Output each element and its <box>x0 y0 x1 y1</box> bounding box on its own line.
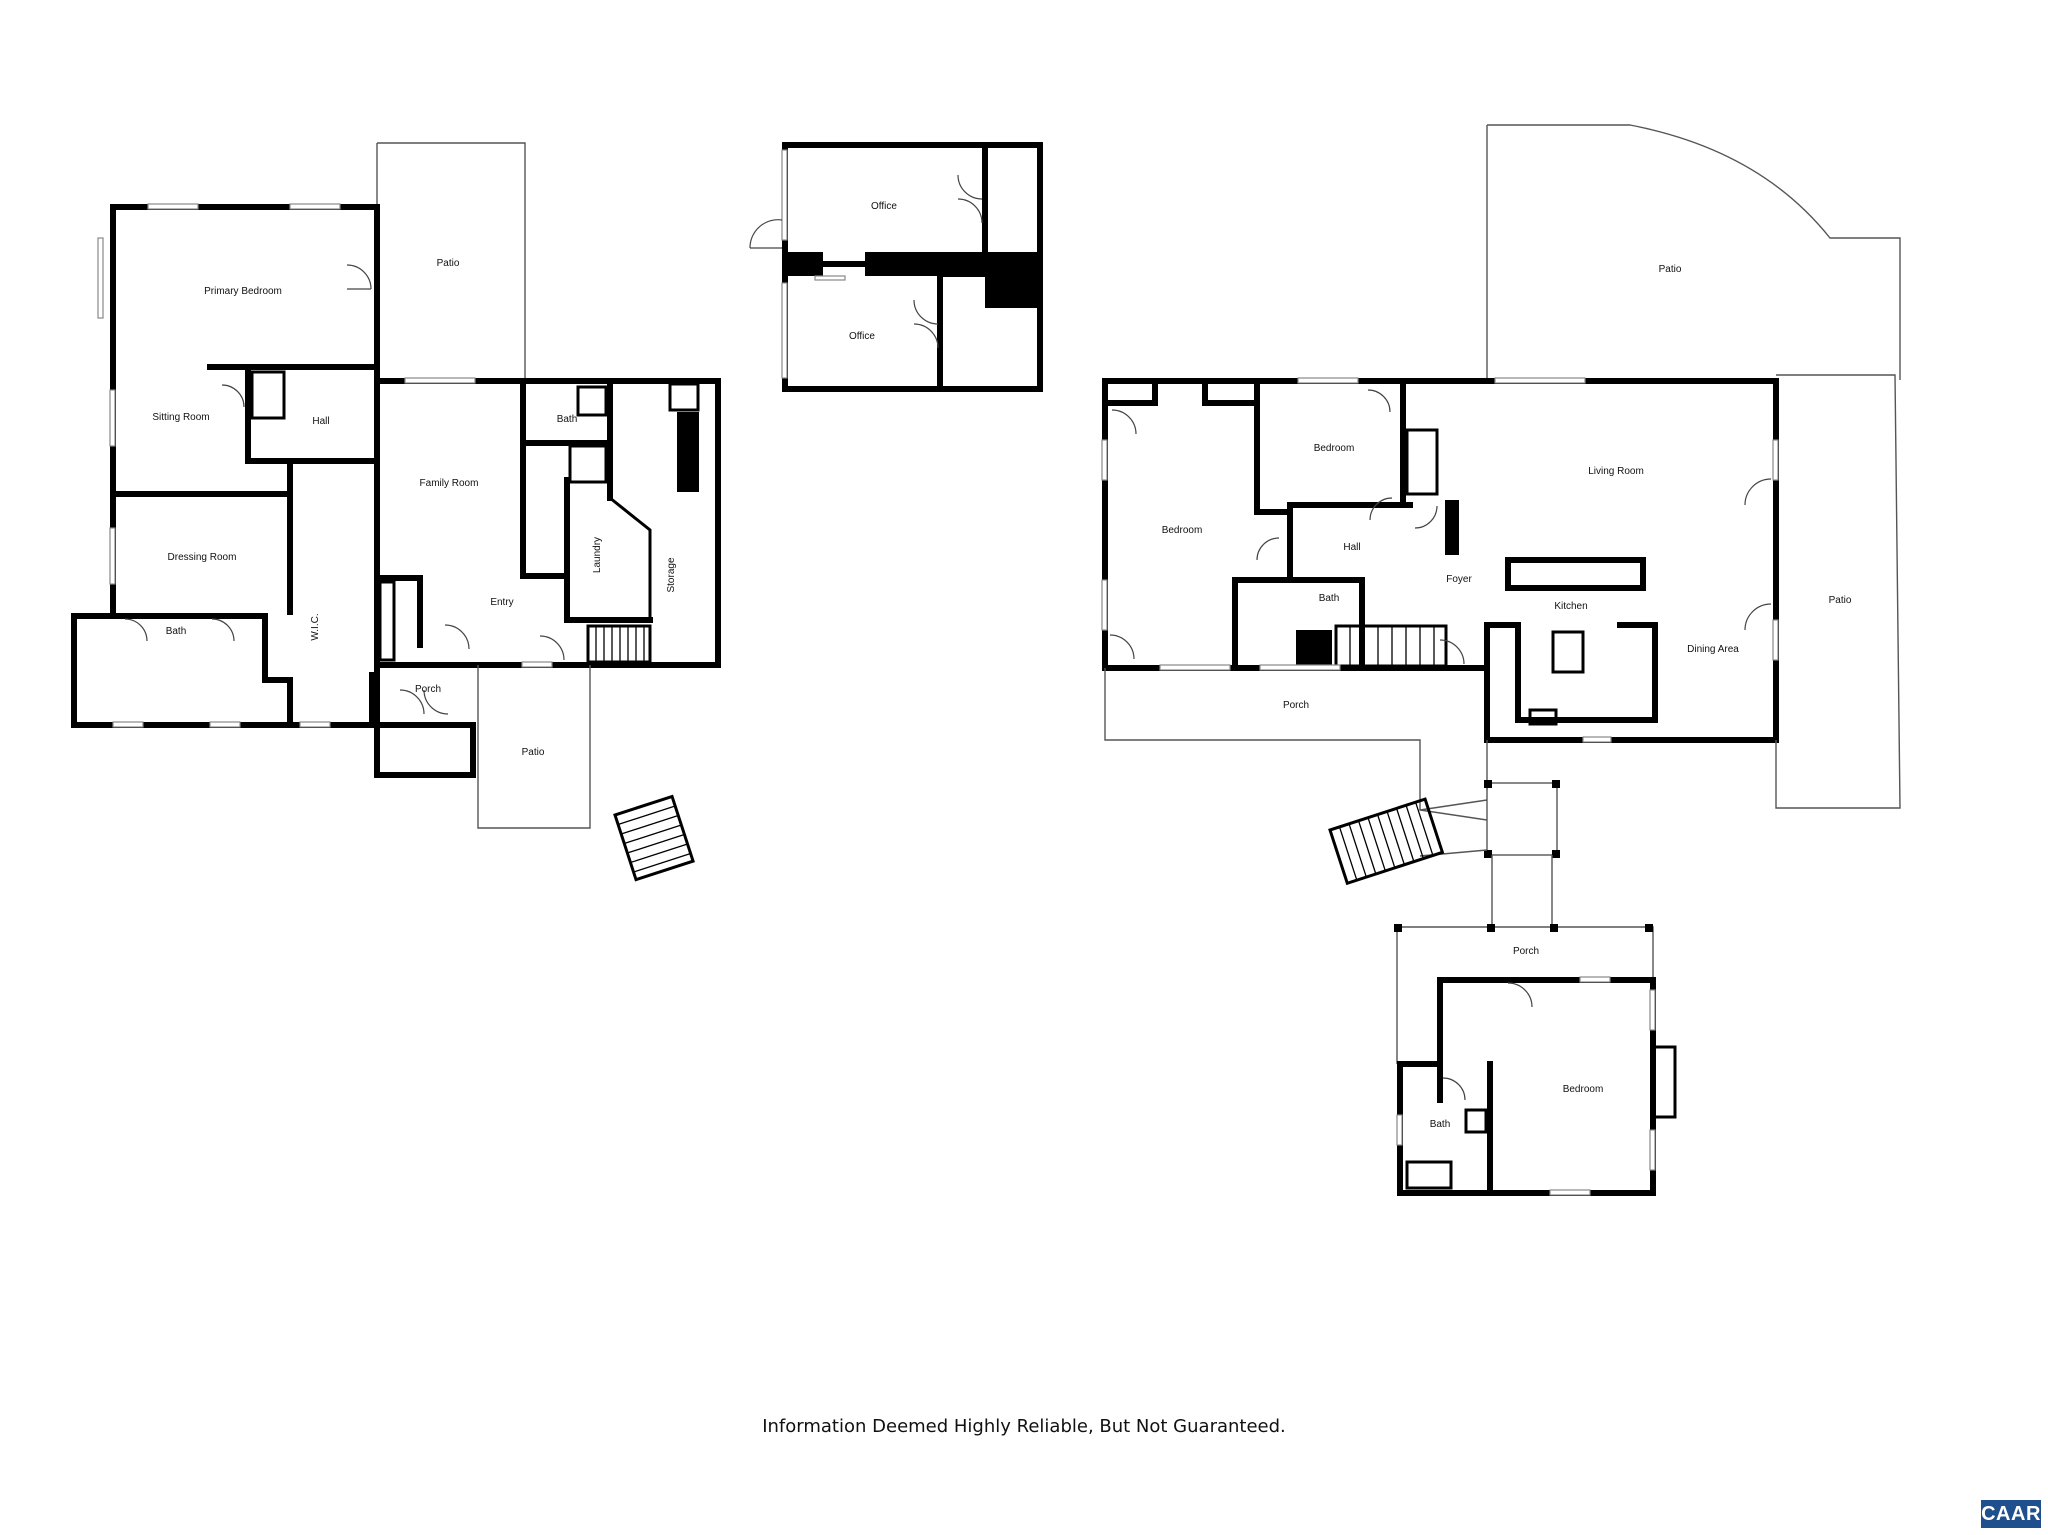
outbuilding-plan <box>749 142 1043 392</box>
label-foyer: Foyer <box>1446 574 1472 585</box>
label-kitchen: Kitchen <box>1554 601 1587 612</box>
label-hall-right: Hall <box>1343 542 1360 553</box>
label-patio-bottom-left: Patio <box>522 747 545 758</box>
label-patio-right: Patio <box>1829 595 1852 606</box>
label-dining-area: Dining Area <box>1687 644 1739 655</box>
label-dressing-room: Dressing Room <box>168 552 237 563</box>
label-bath-right: Bath <box>1319 593 1340 604</box>
label-living-room: Living Room <box>1588 466 1644 477</box>
label-laundry: Laundry <box>592 537 603 573</box>
label-bedroom-guest: Bedroom <box>1563 1084 1604 1095</box>
floor-1-plan <box>71 142 721 882</box>
guest-house-plan <box>1394 924 1677 1196</box>
caar-logo: CAAR <box>1981 1500 2041 1528</box>
label-hall-left: Hall <box>312 416 329 427</box>
label-family-room: Family Room <box>420 478 479 489</box>
label-porch-guest: Porch <box>1513 946 1539 957</box>
label-wic: W.I.C. <box>310 613 321 640</box>
label-bedroom-left: Bedroom <box>1162 525 1203 536</box>
label-bedroom-mid: Bedroom <box>1314 443 1355 454</box>
label-primary-bedroom: Primary Bedroom <box>204 286 282 297</box>
label-sitting-room: Sitting Room <box>152 412 209 423</box>
label-bath-upper-left: Bath <box>557 414 578 425</box>
label-entry: Entry <box>490 597 513 608</box>
label-storage: Storage <box>666 557 677 592</box>
label-office-bottom: Office <box>849 331 875 342</box>
label-office-top: Office <box>871 201 897 212</box>
label-bath-guest: Bath <box>1430 1119 1451 1130</box>
label-porch-left: Porch <box>415 684 441 695</box>
label-patio-top-right: Patio <box>1659 264 1682 275</box>
floor-2-plan <box>1101 124 1901 925</box>
disclaimer-text: Information Deemed Highly Reliable, But … <box>762 1416 1286 1437</box>
label-porch-right: Porch <box>1283 700 1309 711</box>
label-patio-top-left: Patio <box>437 258 460 269</box>
label-bath-lower-left: Bath <box>166 626 187 637</box>
